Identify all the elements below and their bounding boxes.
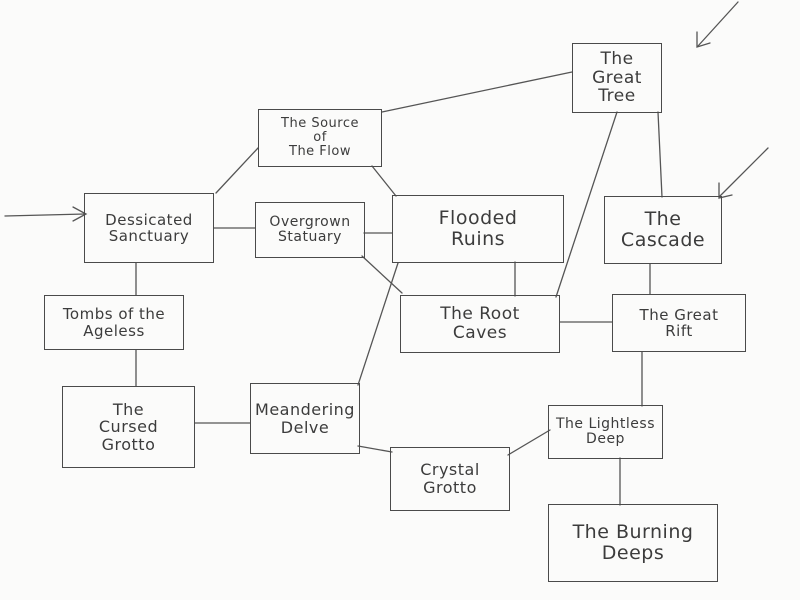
- link-greattree-rootcaves: [555, 111, 618, 298]
- entry-arrow-great-tree: [697, 1, 739, 47]
- room-cascade-label: The Cascade: [620, 208, 706, 251]
- room-overgrown-statuary-label: Overgrown Statuary: [269, 213, 351, 245]
- link-source-flooded: [371, 165, 397, 197]
- link-statuary-rootcaves: [361, 255, 403, 294]
- room-great-tree: The Great Tree: [572, 43, 662, 113]
- link-greattree-cascade: [657, 111, 663, 198]
- room-lightless-deep: The Lightless Deep: [548, 405, 663, 459]
- room-burning-deeps: The Burning Deeps: [548, 504, 718, 582]
- room-dessicated-sanctuary-label: Dessicated Sanctuary: [105, 210, 193, 245]
- link-source-greattree: [381, 71, 573, 113]
- room-cascade: The Cascade: [604, 196, 722, 264]
- room-crystal-grotto: Crystal Grotto: [390, 447, 510, 511]
- link-sanctuary-source: [215, 147, 259, 194]
- room-cursed-grotto-label: The Cursed Grotto: [98, 399, 159, 454]
- room-overgrown-statuary: Overgrown Statuary: [255, 202, 365, 258]
- room-dessicated-sanctuary: Dessicated Sanctuary: [84, 193, 214, 263]
- room-root-caves: The Root Caves: [400, 295, 560, 353]
- room-cursed-grotto: The Cursed Grotto: [62, 386, 195, 468]
- room-flooded-ruins: Flooded Ruins: [392, 195, 564, 263]
- room-great-rift: The Great Rift: [612, 294, 746, 352]
- entry-arrow-cascade: [719, 147, 769, 197]
- room-lightless-deep-label: The Lightless Deep: [555, 415, 656, 447]
- room-flooded-ruins-label: Flooded Ruins: [438, 207, 518, 250]
- room-source-of-flow: The Source of The Flow: [258, 109, 382, 167]
- room-burning-deeps-label: The Burning Deeps: [572, 521, 694, 564]
- link-delve-rootcaves: [357, 262, 399, 386]
- room-crystal-grotto-label: Crystal Grotto: [420, 460, 480, 497]
- room-meandering-delve-label: Meandering Delve: [255, 399, 355, 437]
- room-tombs-of-ageless-label: Tombs of the Ageless: [62, 305, 166, 340]
- entry-arrow-sanctuary: [4, 213, 86, 217]
- room-great-rift-label: The Great Rift: [639, 305, 719, 340]
- room-tombs-of-ageless: Tombs of the Ageless: [44, 295, 184, 350]
- entry-arrowhead-sanctuary: [72, 206, 88, 222]
- room-source-of-flow-label: The Source of The Flow: [281, 115, 359, 160]
- link-delve-crystal: [357, 445, 393, 453]
- link-crystal-lightless: [507, 429, 551, 456]
- room-root-caves-label: The Root Caves: [440, 304, 520, 343]
- entry-arrowhead-great-tree: [696, 31, 711, 48]
- room-great-tree-label: The Great Tree: [592, 48, 642, 107]
- entry-arrowhead-cascade: [718, 182, 733, 199]
- room-meandering-delve: Meandering Delve: [250, 383, 360, 454]
